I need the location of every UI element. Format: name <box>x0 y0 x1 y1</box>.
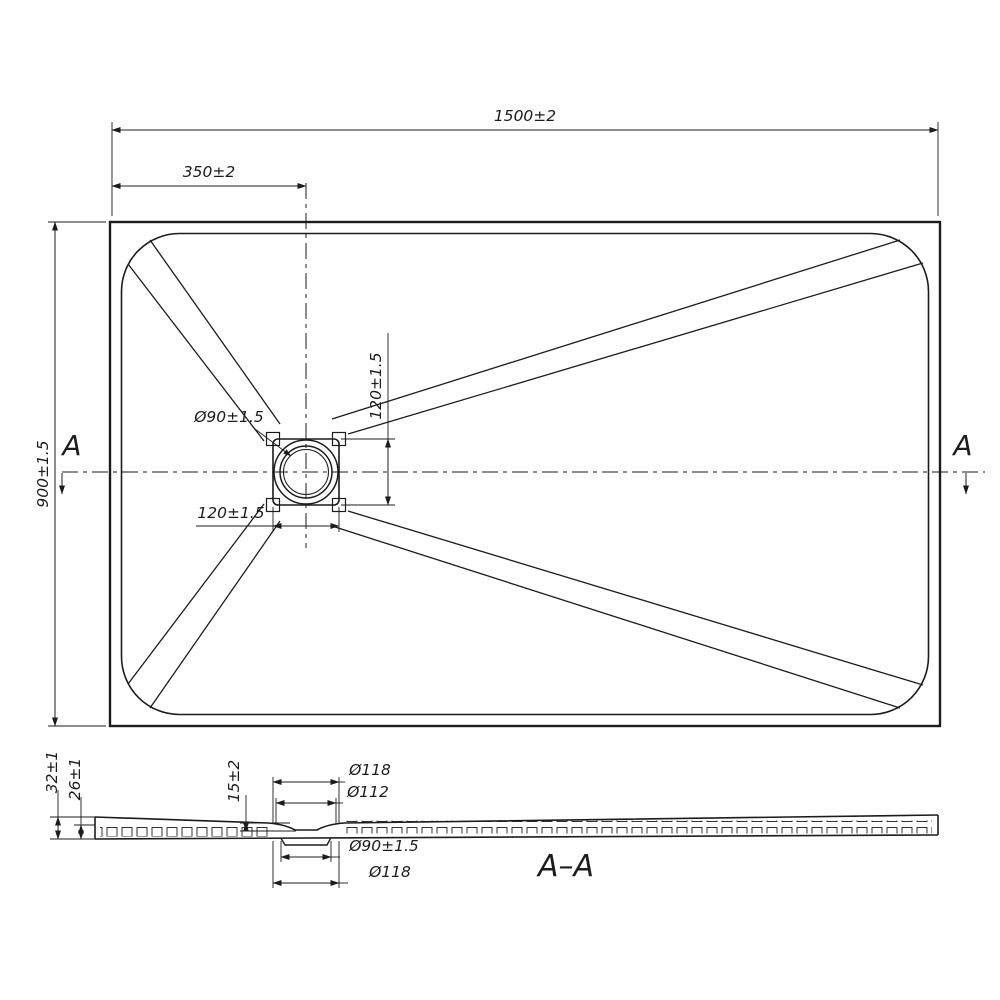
section-cut-markers: A A <box>59 429 973 495</box>
dim-edge-height-label: 26±1 <box>66 758 84 801</box>
dim-edge-height: 26±1 <box>66 758 95 840</box>
drain-diameter-label: Ø90±1.5 <box>193 408 264 426</box>
dim-recess-depth: 15±2 <box>225 760 296 832</box>
section-letter-left: A <box>60 429 81 462</box>
drain-mid-circle <box>279 445 333 499</box>
section-view: 32±1 26±1 15±2 Ø118 <box>43 751 939 888</box>
dim-drain-square-horizontal: 120±1.5 <box>196 504 340 532</box>
drain-assembly <box>265 431 347 513</box>
section-bottom-surface <box>94 834 939 840</box>
drain-trap-profile <box>280 837 332 846</box>
dim-flange-bottom-label: Ø118 <box>368 863 411 881</box>
dim-drain-hole-label: Ø90±1.5 <box>348 837 419 855</box>
dim-overall-width: 1500±2 <box>111 107 939 216</box>
dim-recess-depth-label: 15±2 <box>225 760 243 803</box>
drain-outer-circle <box>273 439 339 505</box>
dim-flange-top-outer: Ø118 <box>272 761 391 824</box>
tray-outer-edge <box>108 220 942 728</box>
dim-drain-square-horizontal-label: 120±1.5 <box>197 504 264 522</box>
section-profile <box>94 814 939 846</box>
dim-flange-top-outer-label: Ø118 <box>348 761 391 779</box>
drain-inner-circle <box>283 449 329 495</box>
dim-overall-width-label: 1500±2 <box>494 107 556 125</box>
dim-flange-top-inner: Ø112 <box>275 783 389 824</box>
section-title: A–A <box>536 849 594 884</box>
dim-flange-bottom: Ø118 <box>272 841 411 888</box>
drain-diameter-callout: Ø90±1.5 <box>193 408 292 457</box>
dim-total-height-label: 32±1 <box>43 751 61 794</box>
surface-texture-left <box>100 824 268 837</box>
dim-overall-depth: 900±1.5 <box>34 221 106 727</box>
tray-inner-edge <box>120 232 930 716</box>
drain-flange-square <box>272 438 340 506</box>
section-letter-right: A <box>951 429 972 462</box>
dim-total-height: 32±1 <box>43 751 95 840</box>
dim-drain-square-vertical-label: 120±1.5 <box>367 352 385 419</box>
plan-view: 1500±2 350±2 900±1.5 120±1.5 <box>34 107 985 728</box>
dim-drain-hole: Ø90±1.5 <box>280 837 419 862</box>
dim-drain-offset-label: 350±2 <box>183 163 235 181</box>
dim-flange-top-inner-label: Ø112 <box>346 783 389 801</box>
dim-drain-square-vertical: 120±1.5 <box>341 333 395 506</box>
dim-overall-depth-label: 900±1.5 <box>34 440 52 507</box>
surface-texture-right <box>346 820 932 834</box>
centerlines <box>62 183 985 548</box>
dim-drain-offset: 350±2 <box>111 163 307 189</box>
slope-lines <box>127 239 924 709</box>
